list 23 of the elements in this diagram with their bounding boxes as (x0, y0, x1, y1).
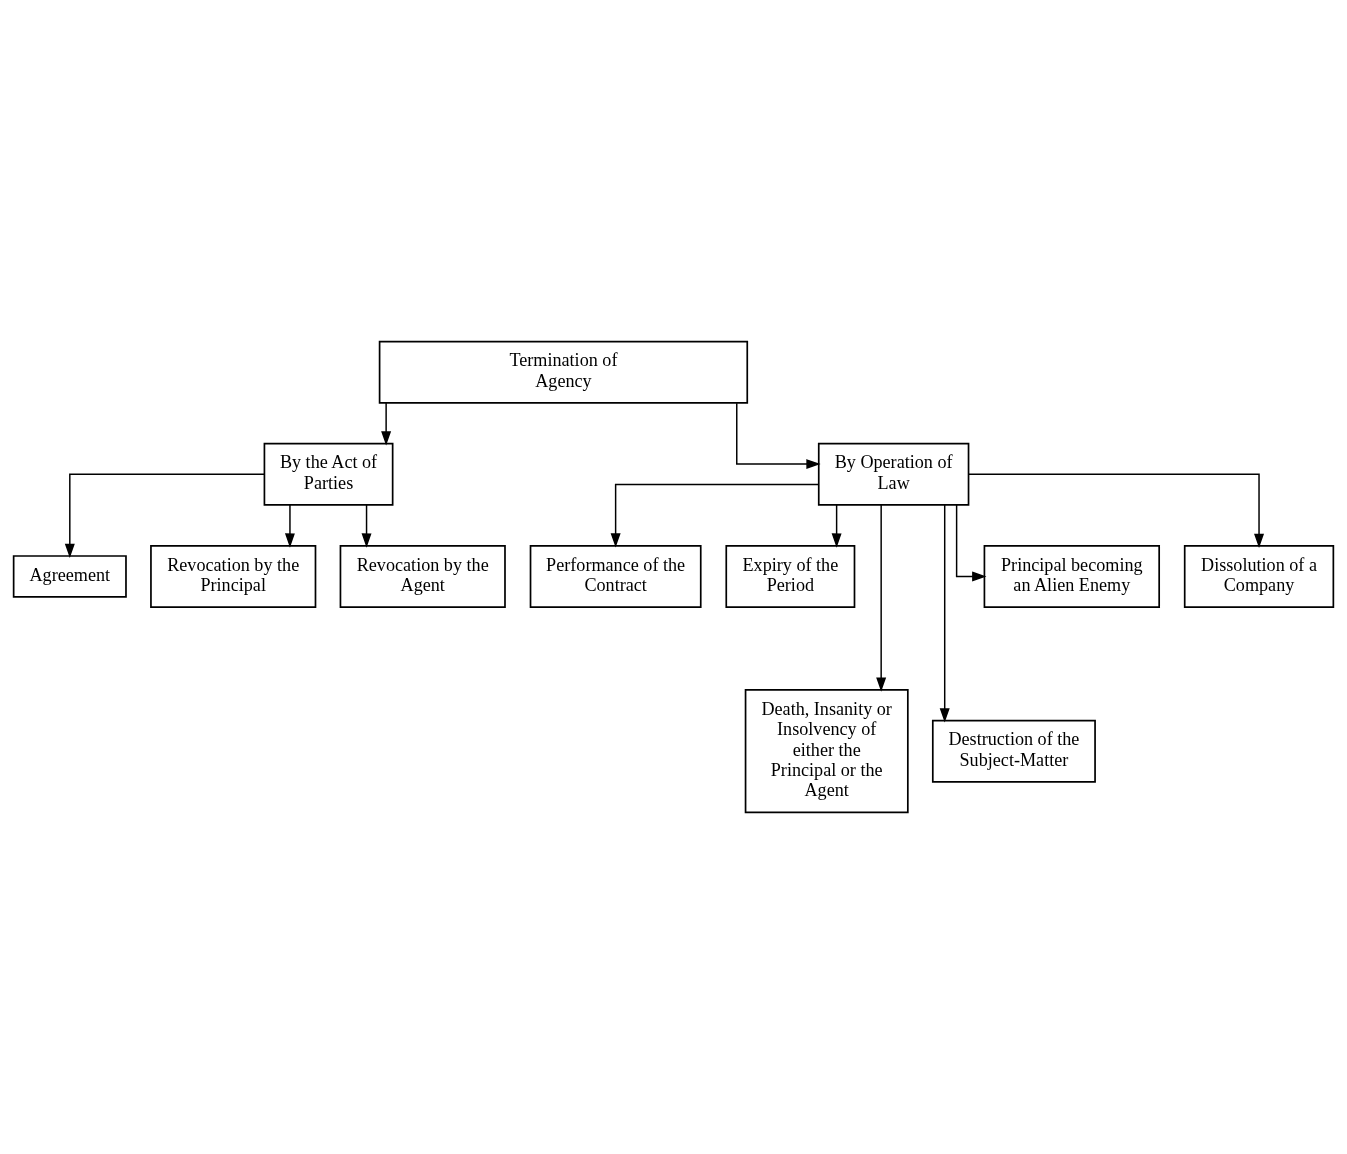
arrow (381, 402, 392, 446)
arrow (610, 483, 820, 548)
node-box: Revocation by the Agent (339, 544, 506, 608)
node-box: By Operation of Law (817, 442, 970, 506)
arrow (284, 504, 295, 548)
node-box: Agreement (12, 555, 127, 598)
arrow (876, 504, 887, 692)
arrow (64, 473, 265, 558)
node-box: Principal becoming an Alien Enemy (983, 544, 1160, 608)
node-box: Expiry of the Period (725, 544, 856, 608)
arrow (955, 504, 987, 582)
node-box: Destruction of the Subject-Matter (931, 719, 1096, 783)
node-box: Death, Insanity or Insolvency of either the Principal or the Agent (744, 689, 909, 814)
node-box: Revocation by the Principal (150, 544, 317, 608)
arrow (361, 504, 372, 548)
arrow (736, 402, 821, 470)
arrow (939, 504, 950, 723)
arrow (831, 504, 842, 548)
node-box: Termination of Agency (378, 340, 749, 404)
node-box: By the Act of Parties (263, 442, 394, 506)
node-box: Dissolution of a Company (1183, 544, 1335, 608)
node-box: Performance of the Contract (529, 544, 702, 608)
arrow (968, 473, 1265, 549)
